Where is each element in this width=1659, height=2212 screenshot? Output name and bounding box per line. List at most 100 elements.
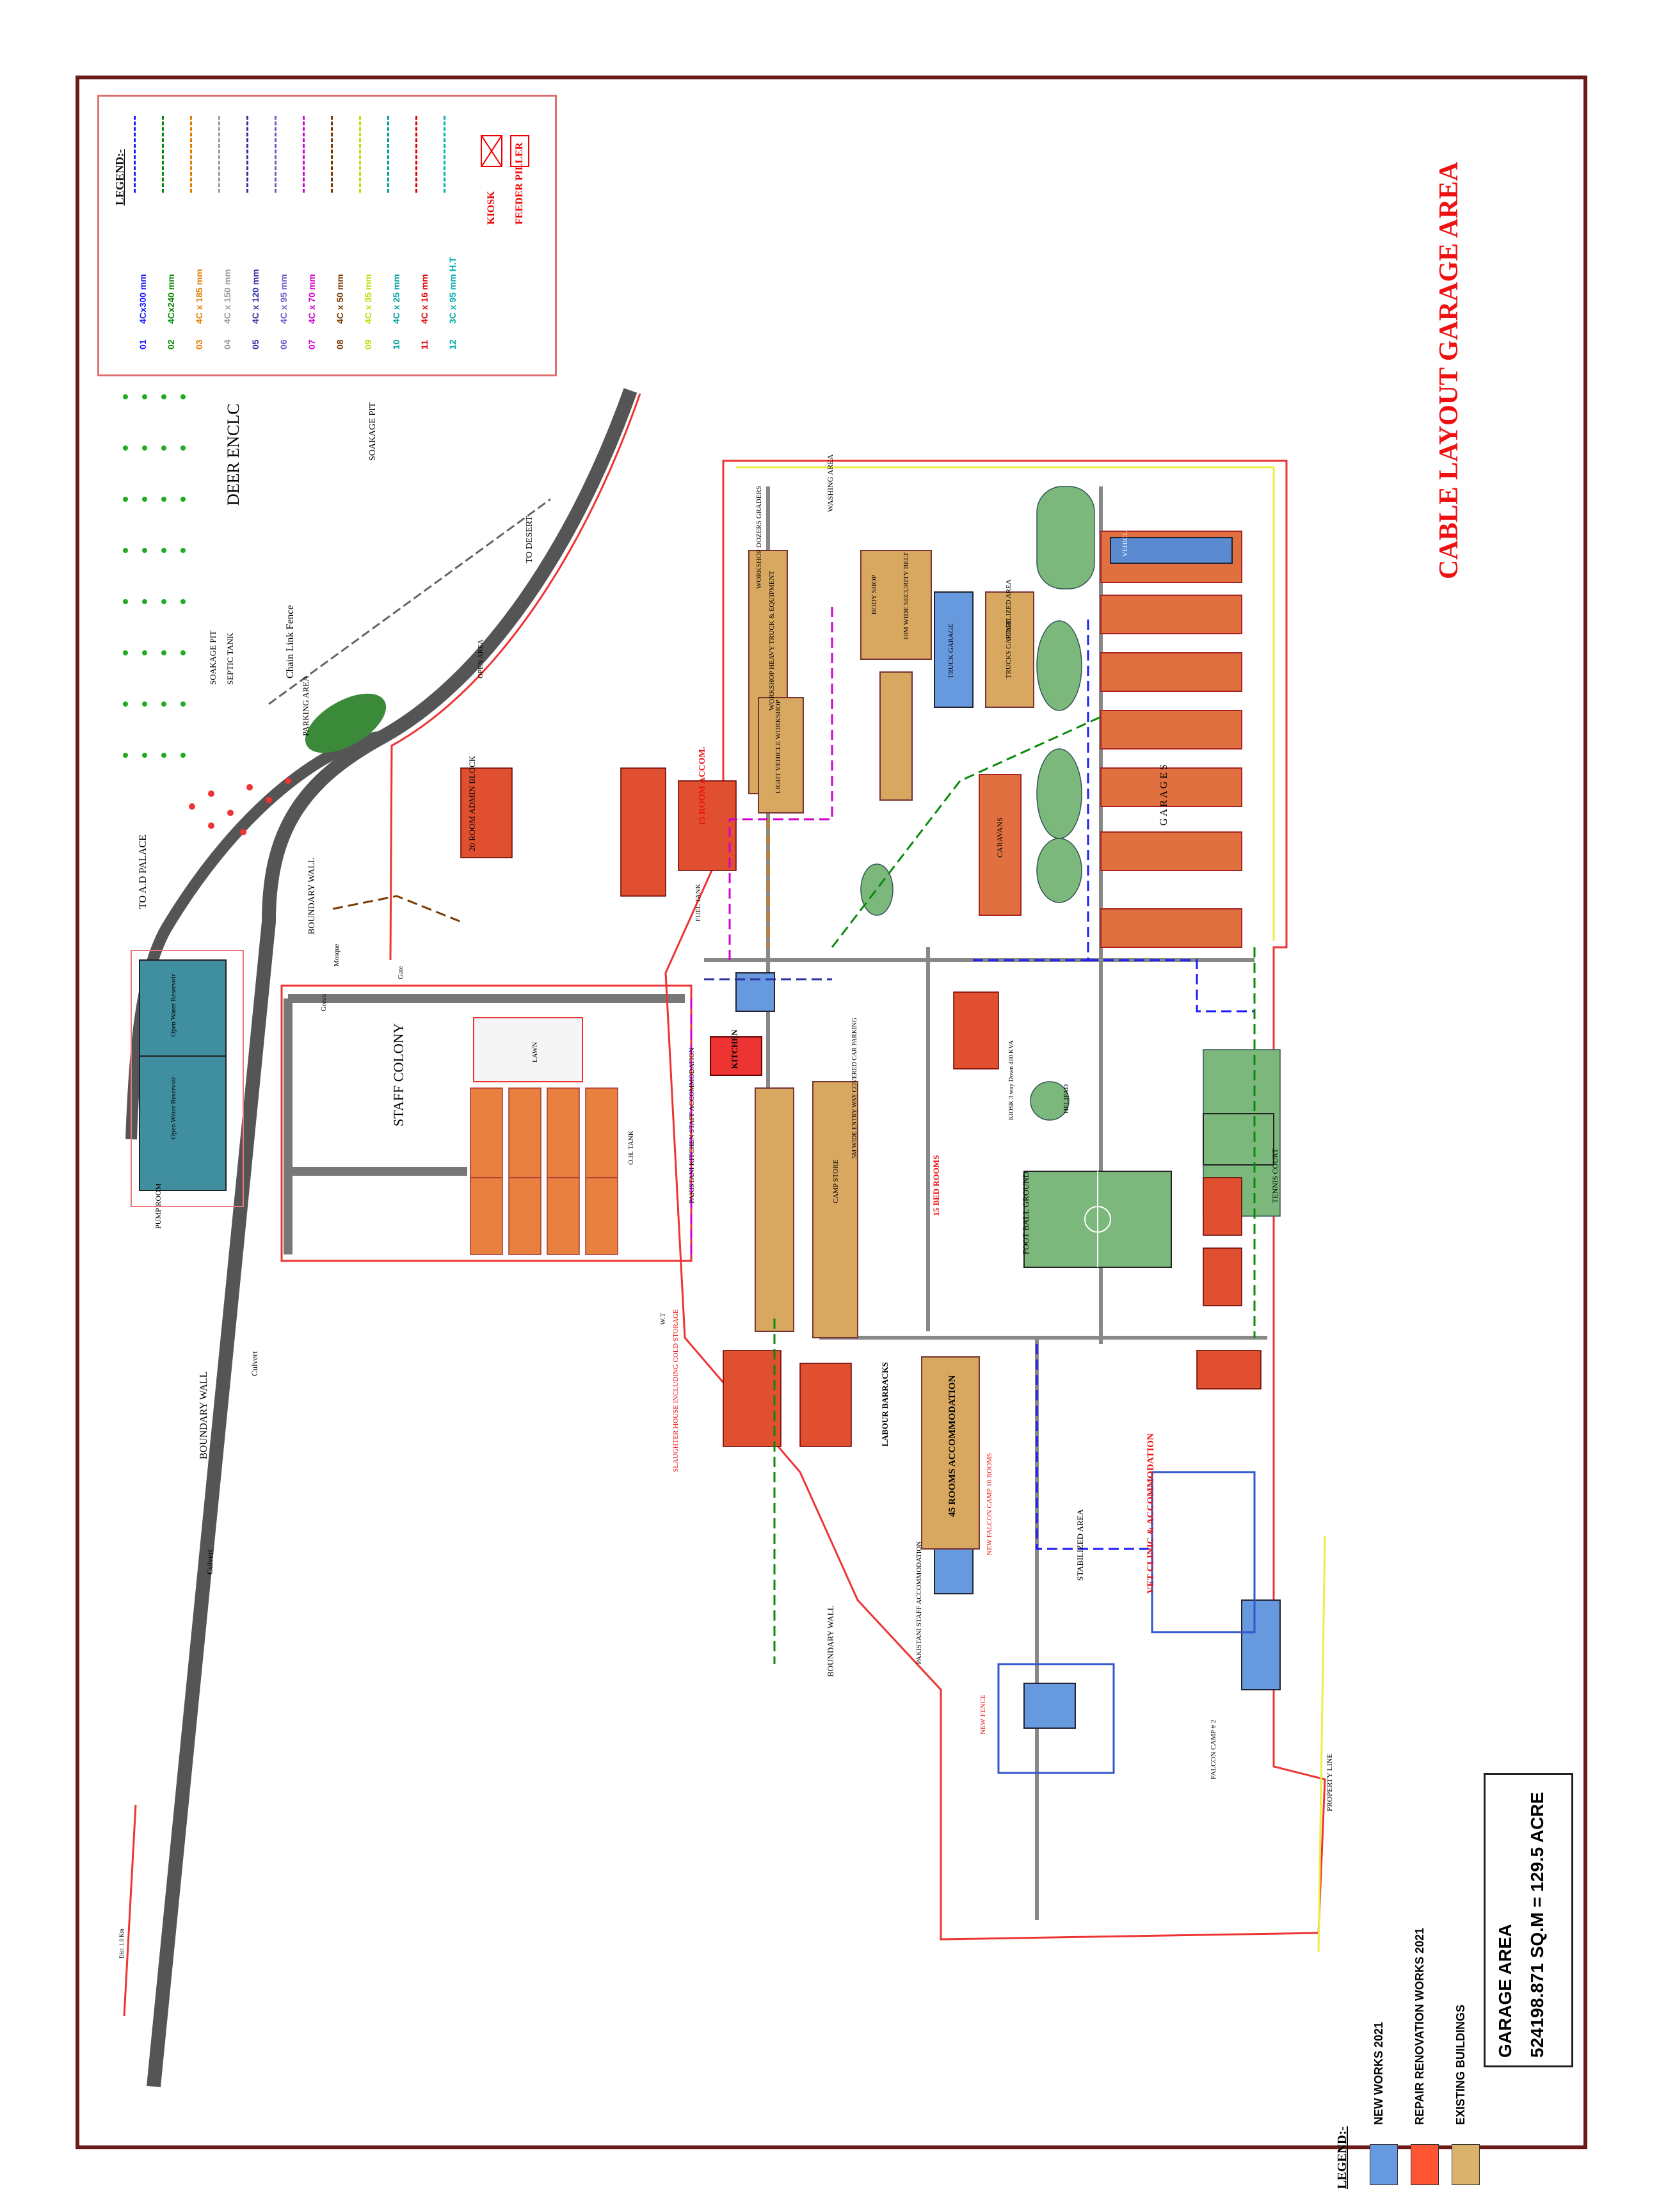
caravans-block xyxy=(979,774,1022,916)
cable-legend-label: 4Cx240 mm xyxy=(166,274,176,324)
washing-area-label: WASHING AREA xyxy=(826,454,835,512)
boundary-wall-label-3: BOUNDARY WALL xyxy=(826,1605,835,1677)
works-legend-label: REPAIR RENOVATION WORKS 2021 xyxy=(1413,1927,1426,2125)
cable-legend-label: 4C x 95 mm xyxy=(278,274,289,324)
cable-legend-swatch xyxy=(246,116,248,193)
drawing-title: CABLE LAYOUT GARAGE AREA xyxy=(1434,161,1464,579)
water-reservoir-2 xyxy=(139,1055,227,1191)
reservoir-label-2: Open Water Reservoir xyxy=(170,1077,177,1139)
cable-legend-heading: LEGEND:- xyxy=(113,148,126,205)
cable-legend-label: 3C x 95 mm H.T xyxy=(447,257,458,324)
boundary-wall-label-2: BOUNDARY WALL xyxy=(198,1371,209,1459)
reservoir-fence xyxy=(131,950,244,1207)
caravans-label: CARAVANS xyxy=(995,817,1004,858)
vehicle-garage xyxy=(1110,537,1233,564)
staff-kitchen-label: PAKISTANI KITCHEN STAFF ACCOMMODATION xyxy=(688,1047,696,1203)
helipad-label: HELIPAD xyxy=(1062,1084,1070,1114)
culvert-label: Culvert xyxy=(250,1351,259,1376)
tennis-court xyxy=(1203,1113,1274,1166)
works-legend-swatch xyxy=(1370,2144,1398,2185)
admin-block-label: 20 ROOM ADMIN BLOCK xyxy=(467,755,477,851)
bed-rooms-label: 15 BED ROOMS xyxy=(931,1155,941,1216)
oh-tank-label: O.H. TANK xyxy=(627,1130,635,1165)
covered-parking-label: 5M WIDE ENTRY WAY COVERED CAR PARKING xyxy=(851,1018,858,1158)
cable-legend-swatch xyxy=(218,116,220,193)
lawn-area xyxy=(473,1017,583,1082)
trucks-garage-label: TRUCKS GARAGE xyxy=(1005,620,1013,678)
security-belt-label: 10M WIDE SECURITY BELT xyxy=(902,552,910,640)
distance-caption: Dist: 1.0 Km xyxy=(118,1928,125,1959)
vehicle-garage-label: VEHICLE GARAGE xyxy=(1121,495,1129,557)
cable-legend-number: 01 xyxy=(138,339,148,349)
cable-legend-label: 4C x 70 mm xyxy=(307,274,317,324)
reservoir-label-1: Open Water Reservoir xyxy=(170,974,177,1037)
cable-legend-swatch xyxy=(359,116,361,193)
to-desert-label: TO DESERT xyxy=(525,516,534,563)
staff-colony-label: STAFF COLONY xyxy=(390,1023,406,1126)
road-edge-red xyxy=(389,393,641,961)
cable-legend-label: 4C x 50 mm xyxy=(335,274,345,324)
tree-dots xyxy=(189,778,291,835)
falcon-camp-2-label: FALCON CAMP # 2 xyxy=(1210,1719,1217,1779)
cable-legend-swatch xyxy=(190,116,192,193)
falcon-camp-2 xyxy=(997,1663,1115,1774)
light-workshop-label: LIGHT VEHICLE WORKSHOP xyxy=(774,700,782,794)
cable-legend-number: 04 xyxy=(222,339,232,349)
kitchen-label: KITCHEN xyxy=(730,1029,739,1069)
left-boundary-wall xyxy=(123,1804,137,2017)
cable-legend-swatch xyxy=(444,116,445,193)
area-value: 524198.871 SQ.M = 129.5 ACRE xyxy=(1527,1791,1547,2058)
garage-blocks xyxy=(1100,531,1242,948)
garages-label: G A R A G E S xyxy=(1158,764,1169,826)
cable-legend-number: 11 xyxy=(419,340,429,349)
fuel-tank-label: FUEL TANK xyxy=(694,883,702,922)
pump-room-label: PUMP ROOM xyxy=(154,1183,163,1229)
cable-legend-label: 4C x 120 mm xyxy=(250,269,260,324)
cable-legend-swatch xyxy=(162,116,164,193)
septic-tank-label: SEPTIC TANK xyxy=(225,632,235,685)
cable-legend-swatch xyxy=(387,116,389,193)
cable-legend-number: 03 xyxy=(194,339,204,349)
lawn-label: LAWN xyxy=(531,1041,539,1062)
deer-enclosure-label: DEER ENCLC xyxy=(224,403,243,506)
heavy-workshop-label: WORKSHOP HEAVY TRUCK & EQUIPMENT xyxy=(768,570,776,710)
green-areas xyxy=(860,486,1281,1217)
deer-enclosure xyxy=(123,394,186,758)
boundary-wall-label: BOUNDARY WALL xyxy=(307,857,317,934)
cable-legend-swatch xyxy=(134,116,136,193)
cable-legend-label: 4C x 25 mm xyxy=(391,274,401,324)
mosque-label: Mosque xyxy=(333,943,341,966)
tennis-court-label: TENNIS COURT xyxy=(1270,1148,1279,1203)
area-title: GARAGE AREA xyxy=(1495,1924,1515,2058)
area-box xyxy=(1484,1773,1573,2067)
cable-legend-number: 06 xyxy=(278,339,289,349)
cable-legend-label: 4C x 16 mm xyxy=(419,274,429,324)
chain-link-fence-label: Chain Link Fence xyxy=(285,605,296,678)
stabilized-area-label-2: STABILIZED AREA xyxy=(1075,1509,1085,1581)
gate-label: Gate xyxy=(397,966,405,979)
falcon-camp-1-label: NEW FALCON CAMP 10 ROOMS xyxy=(986,1453,993,1555)
water-tank-label: W.T xyxy=(659,1313,667,1325)
property-line-label: PROPERTY LINE xyxy=(1325,1753,1334,1811)
15-room-label: 15 ROOM ACCOM. xyxy=(698,746,707,826)
cable-legend-number: 10 xyxy=(391,339,401,349)
cable-legend-label: 4Cx300 mm xyxy=(138,274,148,324)
works-legend-label: NEW WORKS 2021 xyxy=(1372,2021,1385,2125)
kiosk-label: KIOSK xyxy=(486,191,497,225)
kiosk-symbol xyxy=(481,135,502,167)
kitchen-block xyxy=(710,1036,762,1076)
colony-road xyxy=(284,994,685,1254)
camp-store-label: CAMP STORE xyxy=(832,1159,840,1203)
soakage-label: SOAKAGE PIT xyxy=(208,630,218,685)
chain-link-fence xyxy=(268,498,551,705)
cable-routes xyxy=(332,602,1256,1664)
pakistani-staff-label: PAKISTANI STAFF ACCOMMODATION xyxy=(915,1541,923,1664)
right-outer-line xyxy=(1317,1535,1326,1953)
football-label: FOOT BALL GROUND xyxy=(1021,1171,1030,1254)
cable-legend-label: 4C x 185 mm xyxy=(194,269,204,324)
cable-legend-swatch xyxy=(415,116,417,193)
roundabout-island xyxy=(305,693,387,753)
works-legend-label: EXISTING BUILDINGS xyxy=(1454,2004,1467,2125)
cable-legend-number: 08 xyxy=(335,339,345,349)
cable-legend-number: 02 xyxy=(166,339,176,349)
